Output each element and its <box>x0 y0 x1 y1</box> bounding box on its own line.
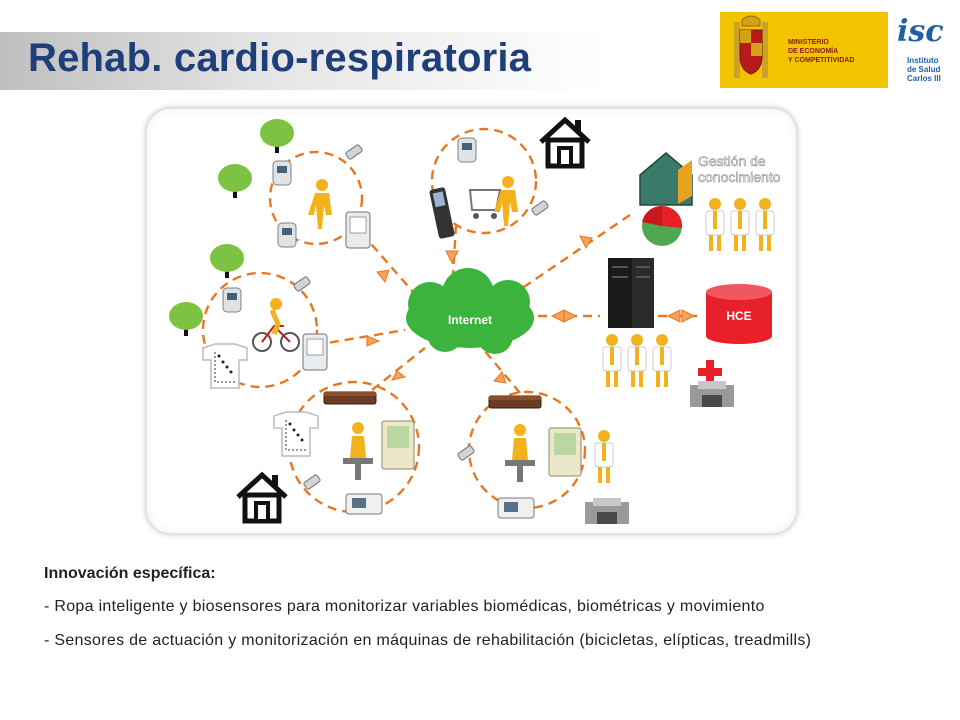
arrow-head-5 <box>391 370 407 381</box>
ministry-line-1: MINISTERIO <box>788 39 829 46</box>
doctor-icon <box>594 429 614 484</box>
knowledge-management-icon <box>639 152 693 246</box>
hce-label: HCE <box>726 309 751 323</box>
ministry-line-2: DE ECONOMÍA <box>788 48 839 55</box>
gateway-console-icon <box>488 395 542 409</box>
innovation-bullet-1: - Ropa inteligente y biosensores para mo… <box>44 598 765 615</box>
display-terminal-icon <box>381 420 415 470</box>
cycling-patient-icon <box>252 298 300 352</box>
internet-label: Internet <box>448 313 492 327</box>
arrow-head-3 <box>579 235 593 250</box>
smart-shirt-icon <box>202 343 248 389</box>
arrow-head-6 <box>493 371 507 384</box>
display-terminal-icon <box>548 427 582 477</box>
arrow-head-10 <box>681 309 696 323</box>
isciii-logo: isc Instituto de Salud Carlos III <box>893 12 953 92</box>
link-6 <box>483 349 521 394</box>
patient-circle-1 <box>268 150 364 246</box>
exercise-bike-patient-icon <box>343 422 373 480</box>
innovation-text: Innovación específica: - Ropa inteligent… <box>44 565 934 663</box>
isciii-line-1: Instituto <box>907 56 939 65</box>
biosensor-icon <box>292 275 312 293</box>
internet-cloud-icon: Internet <box>406 268 534 354</box>
gateway-console-icon <box>323 391 377 405</box>
hce-database-icon: HCE <box>706 284 772 344</box>
walking-patient-icon <box>308 179 332 229</box>
mobile-phone-icon <box>429 187 455 239</box>
arrow-head-9 <box>666 309 681 323</box>
biosensor-icon <box>344 143 364 161</box>
title-band <box>0 32 610 90</box>
hospital-icon <box>690 360 734 407</box>
heart-rate-monitor-icon <box>222 287 242 313</box>
heart-rate-monitor-icon <box>272 160 292 186</box>
link-3 <box>514 214 631 294</box>
isciii-mark: isc <box>897 14 944 49</box>
knowledge-label-line-2: conocimiento <box>698 169 781 185</box>
page-title: Rehab. cardio-respiratoria <box>28 36 532 80</box>
home-icon <box>541 120 589 166</box>
tree-icon <box>210 244 244 278</box>
pda-icon <box>345 211 371 249</box>
arrow-head-4 <box>366 335 381 347</box>
pda-icon <box>302 333 328 371</box>
isciii-line-2: de Salud <box>907 65 941 74</box>
innovation-heading: Innovación específica: <box>44 565 216 582</box>
hospital-icon <box>585 498 629 524</box>
biosensor-icon <box>530 199 550 217</box>
doctor-icon <box>730 197 750 252</box>
link-4 <box>314 328 406 347</box>
tree-icon <box>218 164 252 198</box>
patient-circle-2 <box>430 127 538 235</box>
doctor-icon <box>652 333 672 388</box>
arrow-head-2 <box>445 250 459 265</box>
server-icon <box>608 258 654 328</box>
exercise-bike-patient-icon <box>505 424 535 482</box>
doctor-icon <box>705 197 725 252</box>
patient-circle-3 <box>201 271 319 389</box>
blood-pressure-monitor-icon <box>345 493 383 515</box>
smart-shirt-icon <box>273 411 319 457</box>
link-5 <box>371 347 426 391</box>
biosensor-icon <box>302 473 322 491</box>
ministry-line-3: Y COMPETITIVIDAD <box>788 57 855 64</box>
doctor-icon <box>755 197 775 252</box>
glucometer-icon <box>277 222 297 248</box>
knowledge-label-line-1: Gestión de <box>698 153 766 169</box>
biosensor-icon <box>456 444 476 462</box>
home-icon <box>238 475 286 521</box>
doctor-icon <box>627 333 647 388</box>
arrow-head-1 <box>376 269 390 284</box>
isciii-line-3: Carlos III <box>907 74 941 83</box>
heart-rate-monitor-icon <box>457 137 477 163</box>
innovation-bullet-2: - Sensores de actuación y monitorización… <box>44 632 812 649</box>
arrow-head-8 <box>563 309 578 323</box>
ministry-logo: MINISTERIO DE ECONOMÍA Y COMPETITIVIDAD <box>720 12 888 88</box>
blood-pressure-monitor-icon <box>497 497 535 519</box>
doctor-icon <box>602 333 622 388</box>
shopping-patient-icon <box>494 176 518 226</box>
arrow-head-7 <box>550 309 565 323</box>
shopping-cart-icon <box>468 189 502 219</box>
tree-icon <box>169 302 203 336</box>
spain-coat-of-arms-icon <box>734 15 768 78</box>
tree-icon <box>260 119 294 153</box>
